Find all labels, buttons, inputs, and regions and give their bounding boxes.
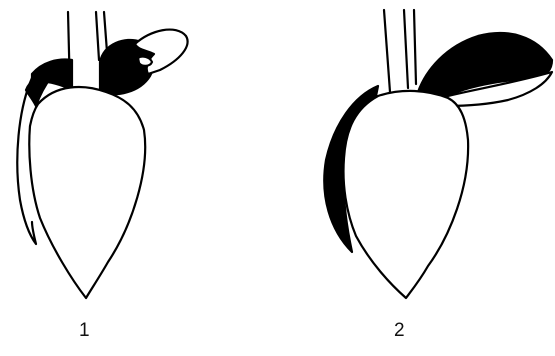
figure-2-ventricle: [344, 91, 469, 298]
figure-1: [17, 12, 187, 298]
figure-1-ventricle: [29, 87, 145, 298]
figure-2-label: 2: [394, 320, 405, 342]
figure-1-small-spot: [138, 57, 152, 66]
figure-2: [324, 10, 552, 298]
figure-1-label: 1: [79, 320, 90, 342]
figure-2-vessel: [384, 10, 416, 92]
